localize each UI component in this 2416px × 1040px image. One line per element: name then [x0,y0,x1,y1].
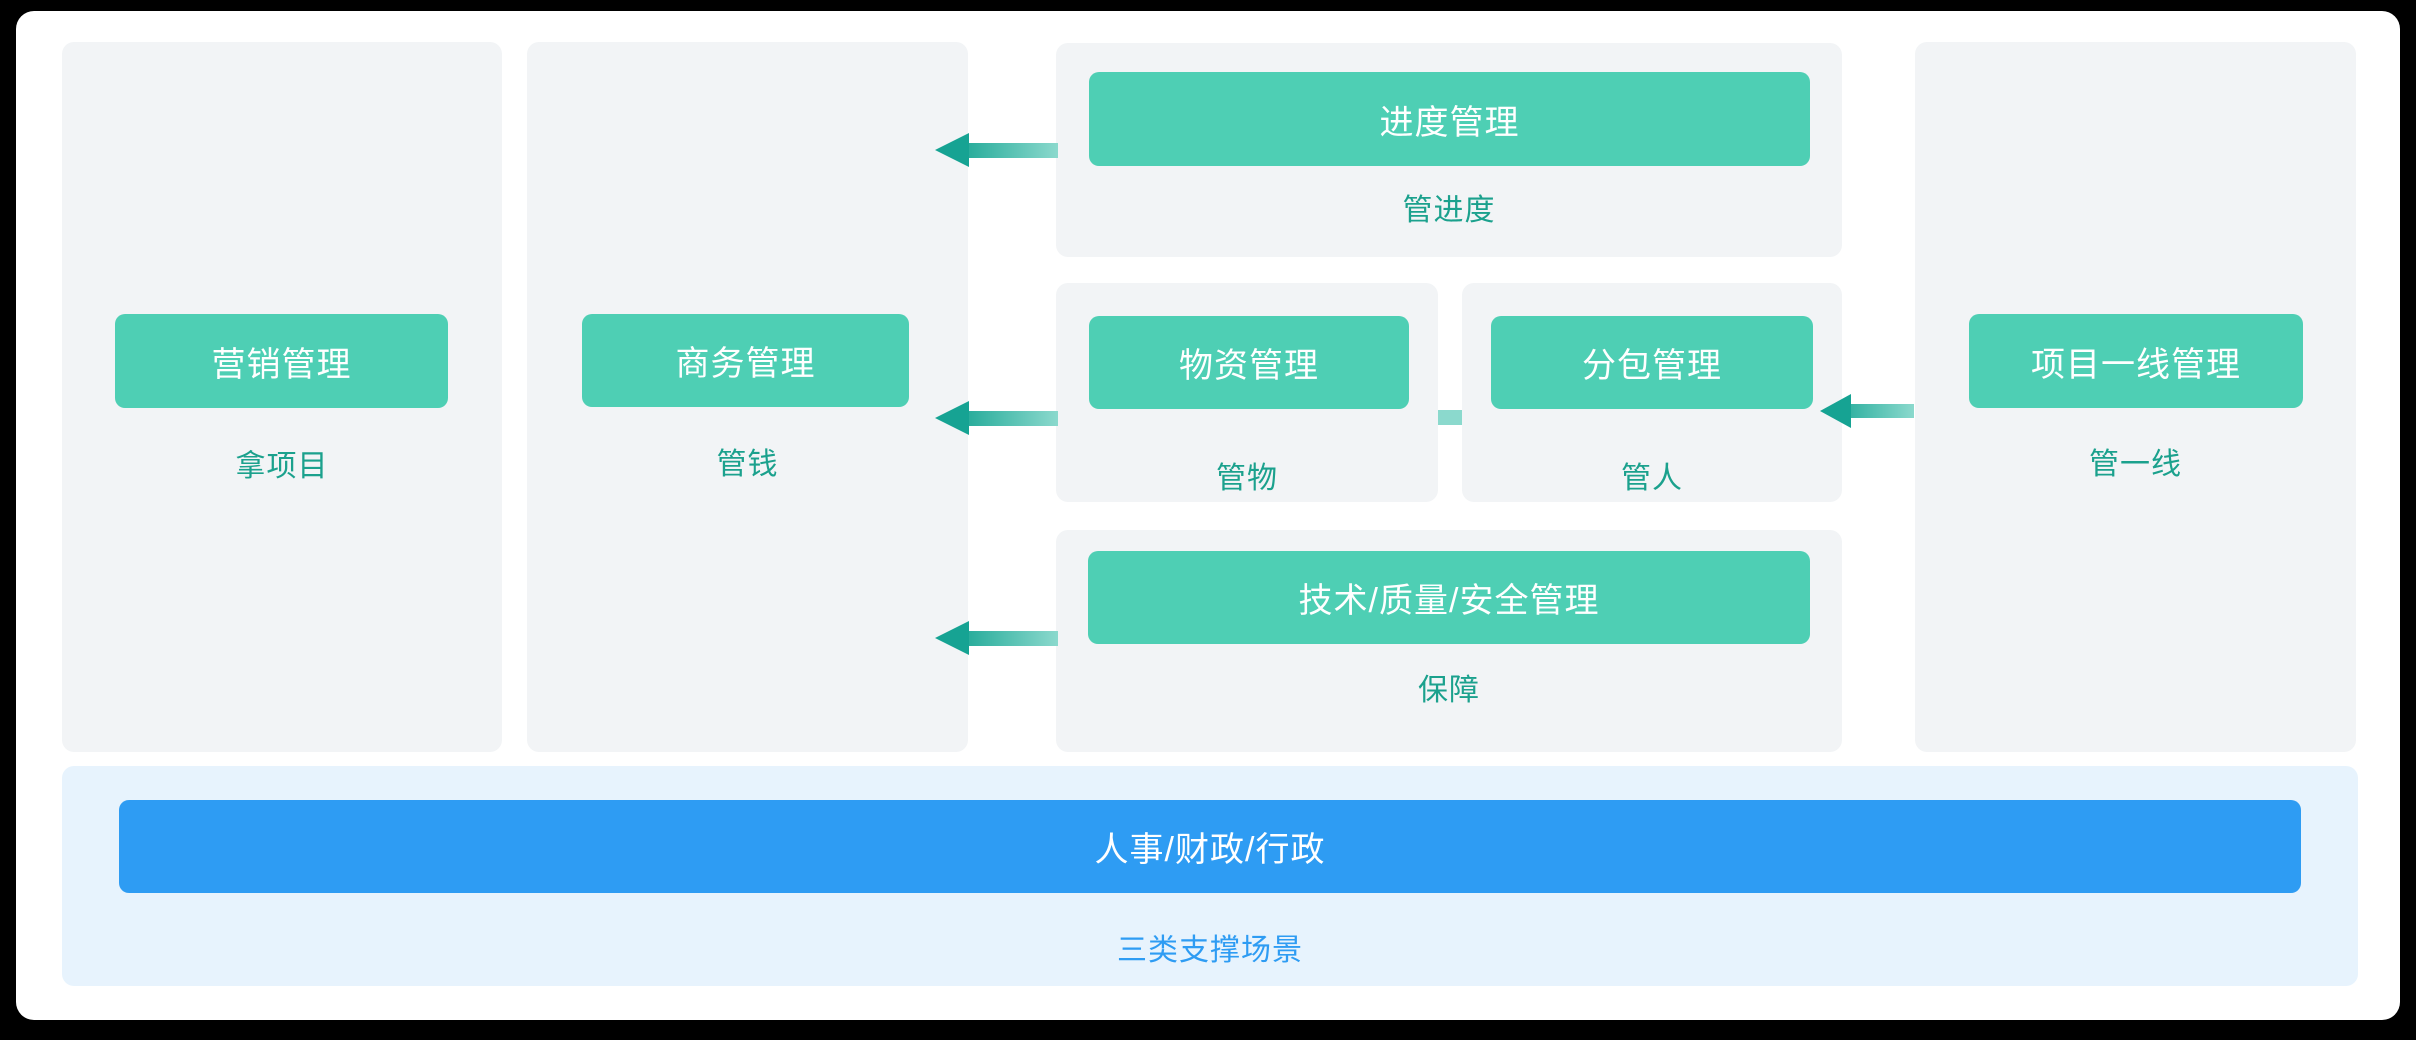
node-frontline: 项目一线管理 [1969,314,2303,408]
caption-subcontract: 管人 [1621,462,1683,495]
node-materials: 物资管理 [1089,316,1409,409]
caption-business: 管钱 [716,448,779,481]
caption-quality: 保障 [1418,674,1480,707]
arrow-head-icon [1820,394,1851,428]
arrow-shaft [969,142,1058,158]
support-caption: 三类支撑场景 [1117,934,1303,967]
arrow-materials-to-business-icon [935,401,1058,435]
caption-progress: 管进度 [1402,194,1496,227]
arrow-head-icon [935,133,969,167]
arrow-shaft [1851,404,1914,418]
support-bar: 人事/财政/行政 [119,800,2301,893]
node-quality: 技术/质量/安全管理 [1088,551,1810,644]
diagram-card: 营销管理 拿项目 商务管理 管钱 进度管理 管进度 物资管理 管物 分包管理 管… [16,11,2400,1020]
arrow-progress-to-business-icon [935,133,1058,167]
arrow-shaft [969,630,1058,646]
node-marketing: 营销管理 [115,314,448,408]
caption-frontline: 管一线 [2089,448,2182,481]
caption-marketing: 拿项目 [235,450,329,483]
arrow-frontline-to-subcontract-icon [1820,394,1914,428]
node-progress: 进度管理 [1089,72,1810,166]
node-business: 商务管理 [582,314,909,407]
materials-subcontract-connector [1438,410,1462,425]
arrow-head-icon [935,401,969,435]
arrow-head-icon [935,621,969,655]
arrow-quality-to-business-icon [935,621,1058,655]
arrow-shaft [969,410,1058,426]
caption-materials: 管物 [1216,462,1278,495]
node-subcontract: 分包管理 [1491,316,1813,409]
